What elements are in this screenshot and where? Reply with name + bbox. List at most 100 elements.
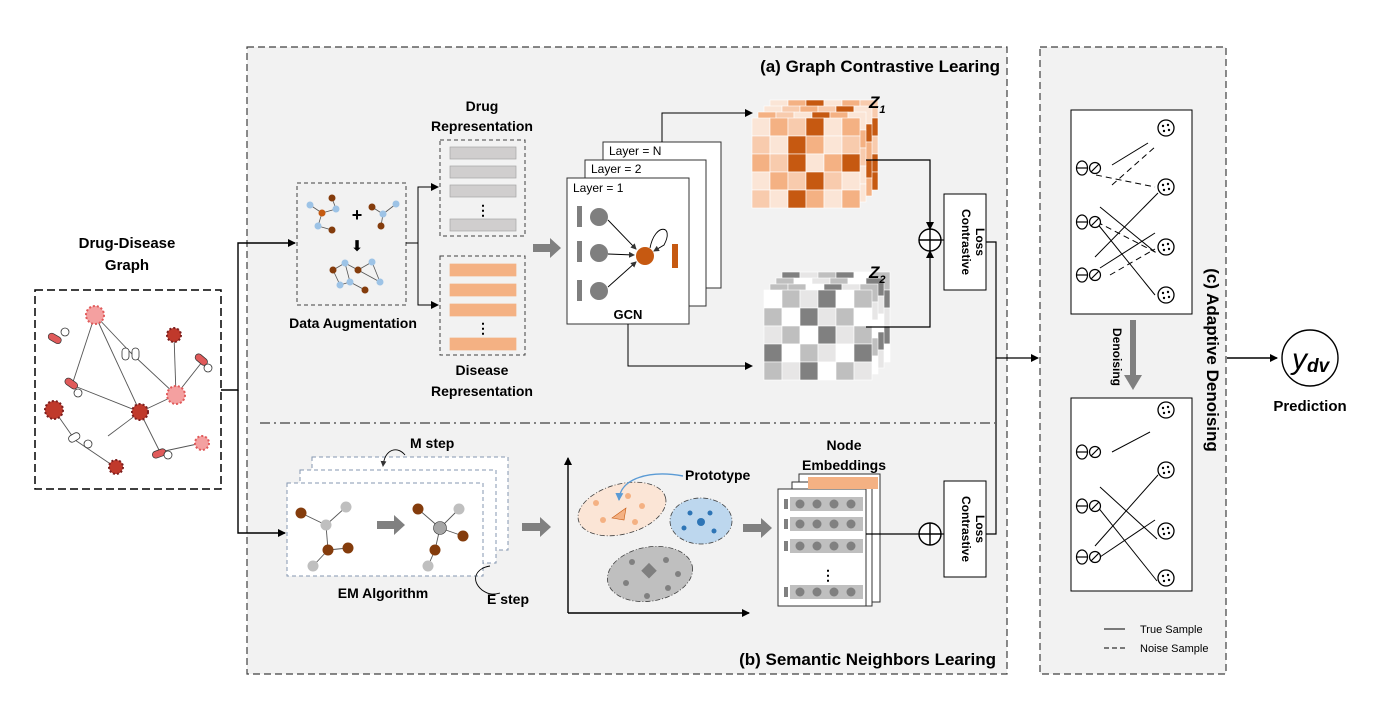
virus-dot [1166, 182, 1170, 186]
virus-dot [1166, 465, 1170, 469]
matrix-cell [751, 171, 771, 191]
matrix-cell [823, 189, 843, 209]
matrix-cell [751, 153, 771, 173]
matrix-cell [805, 171, 825, 191]
bipartite-bottom-drug-icons [1075, 444, 1102, 565]
contrastive-loss-bottom-line2: Loss [973, 515, 987, 543]
matrix-cell [781, 325, 801, 345]
embedding-dot [812, 541, 822, 551]
embedding-row-marker [784, 499, 788, 509]
matrix-cell [823, 153, 843, 173]
augmentation-nodes [306, 194, 400, 294]
contrastive-loss-box-bottom [943, 480, 987, 578]
matrix-cell [781, 343, 801, 363]
virus-dot [1167, 187, 1171, 191]
disease-rep-bars [449, 263, 517, 351]
embedding-dot [829, 519, 839, 529]
matrix-cell [835, 289, 855, 309]
matrix-cell [853, 289, 873, 309]
clusters [577, 481, 733, 603]
z1-matrix [751, 99, 879, 209]
legend-true-sample: True Sample [1140, 624, 1203, 636]
drug-pill-icon [121, 347, 140, 361]
virus-dot [1167, 531, 1171, 535]
matrix-cell [769, 117, 789, 137]
em-right-graph [412, 503, 469, 572]
matrix-cell [841, 189, 861, 209]
virus-dot [1166, 526, 1170, 530]
virus-dot [1166, 123, 1170, 127]
em-block-arrow [377, 515, 405, 535]
matrix-cell [751, 135, 771, 155]
virus-dot [1162, 532, 1166, 536]
node-emb-rows [784, 497, 863, 599]
legend-noise-sample: Noise Sample [1140, 643, 1208, 655]
embedding-dot [846, 541, 856, 551]
virus-dot [1162, 579, 1166, 583]
embedding-dot [846, 519, 856, 529]
matrix-cell [751, 117, 771, 137]
matrix-cell [835, 343, 855, 363]
matrix-cell [769, 135, 789, 155]
drug-tablet-divider [1090, 270, 1100, 280]
matrix-cell [787, 135, 807, 155]
panel-a-title: (a) Graph Contrastive Learing [760, 57, 1000, 76]
disease-virus-icon [1157, 238, 1175, 256]
virus-dot [1167, 410, 1171, 414]
disease-virus-icon [1157, 401, 1175, 419]
matrix-cell [817, 343, 837, 363]
denoise-arrow-head [1124, 375, 1142, 390]
virus-dot [1161, 466, 1165, 470]
matrix-cell [787, 189, 807, 209]
matrix-cell [799, 325, 819, 345]
denoising-label: Denoising [1110, 328, 1124, 386]
matrix-cell [769, 171, 789, 191]
gcn-layer-2: Layer = 2 [591, 162, 642, 176]
virus-dot [1162, 188, 1166, 192]
z2-matrix [763, 271, 891, 381]
virus-dot [1166, 405, 1170, 409]
virus-dot [1166, 573, 1170, 577]
virus-dot [1162, 129, 1166, 133]
node-emb-ellipsis: ⋮ [821, 567, 835, 583]
bipartite-top-box [1070, 109, 1193, 315]
prediction-symbol: ydv [1290, 343, 1331, 377]
matrix-cell [817, 307, 837, 327]
matrix-cell [805, 117, 825, 137]
embedding-dot [846, 587, 856, 597]
em-e-step: E step [487, 591, 529, 607]
em-m-step: M step [410, 435, 454, 451]
matrix-cell [817, 325, 837, 345]
matrix-cell [841, 171, 861, 191]
embedding-dot [812, 519, 822, 529]
virus-dot [1161, 243, 1165, 247]
embedding-dot [812, 587, 822, 597]
embedding-dot [829, 587, 839, 597]
drug-rep-line1: Drug [466, 98, 499, 114]
matrix-cell [769, 153, 789, 173]
drug-rep-ellipsis: ⋮ [476, 202, 490, 218]
embedding-row-marker [784, 587, 788, 597]
matrix-cell [751, 189, 771, 209]
disease-virus-icon [1157, 286, 1175, 304]
prototype-pointer [615, 473, 684, 501]
drug-tablet-divider [1090, 552, 1100, 562]
matrix-cell [763, 361, 783, 381]
drug-pill-icon [64, 377, 83, 398]
matrix-cell [853, 307, 873, 327]
gcn-layer-n: Layer = N [609, 144, 661, 158]
virus-dot [1161, 291, 1165, 295]
matrix-cell [823, 171, 843, 191]
matrix-cell [763, 289, 783, 309]
bipartite-top-drug-icons [1075, 160, 1102, 283]
virus-dot [1161, 527, 1165, 531]
virus-dot [1162, 248, 1166, 252]
disease-virus-icon [1157, 461, 1175, 479]
loss-connectors [986, 241, 1039, 535]
virus-dot [1167, 470, 1171, 474]
matrix-cell [799, 307, 819, 327]
drug-pill-icon [194, 353, 213, 373]
z2-label: Z2 [868, 263, 886, 286]
